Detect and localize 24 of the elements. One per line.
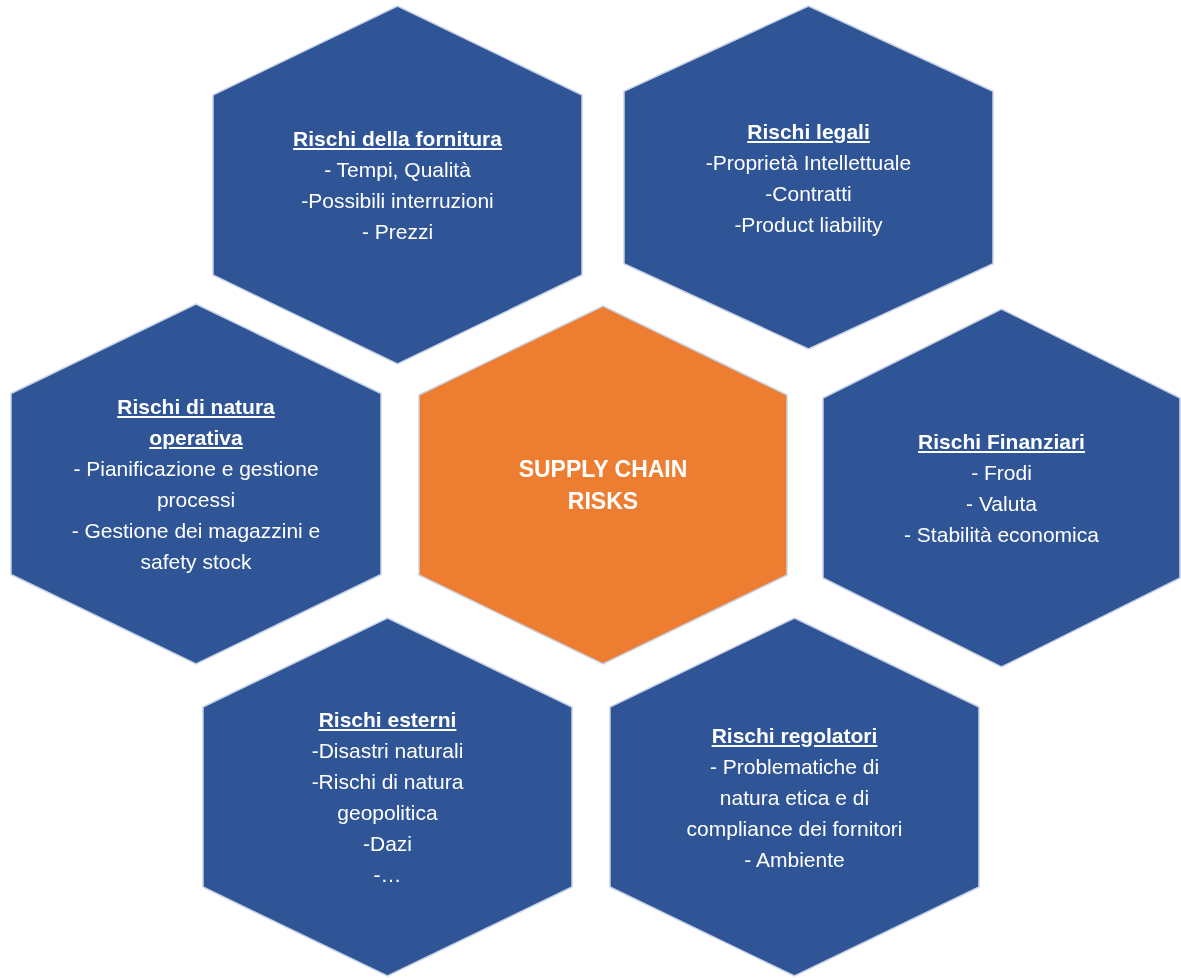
risk-heading: Rischi di natura operativa [116, 394, 276, 451]
risk-heading: Rischi della fornitura [293, 126, 502, 152]
risk-item: - Prezzi [361, 219, 434, 245]
risk-item: - Ambiente [744, 846, 845, 873]
center-title: SUPPLY CHAIN RISKS [517, 455, 689, 516]
risk-item: - Pianificazione e gestione processi [72, 456, 320, 513]
risk-item: -Product liability [734, 211, 883, 238]
risk-item: -Proprietà Intellettuale [705, 149, 912, 176]
risk-item: - Stabilità economica [904, 522, 1099, 548]
risk-item: -Disastri naturali [311, 738, 464, 764]
risk-item: -Contratti [765, 180, 852, 207]
risk-item: - Tempi, Qualità [324, 157, 471, 183]
risk-heading: Rischi regolatori [711, 722, 878, 749]
risk-item: -Possibili interruzioni [301, 188, 494, 214]
risk-item: - Problematiche di natura etica e di compliance dei fornitori [685, 753, 904, 842]
risk-item: -… [373, 862, 402, 888]
risk-item: -Dazi [363, 831, 412, 857]
risk-heading: Rischi esterni [318, 707, 457, 733]
risk-heading: Rischi Finanziari [918, 429, 1085, 455]
risk-item: - Valuta [966, 491, 1037, 517]
risk-heading: Rischi legali [747, 118, 870, 145]
risk-item: - Gestione dei magazzini e safety stock [71, 518, 321, 575]
risk-item: -Rischi di natura geopolitica [310, 769, 465, 826]
risk-item: - Frodi [971, 460, 1032, 486]
